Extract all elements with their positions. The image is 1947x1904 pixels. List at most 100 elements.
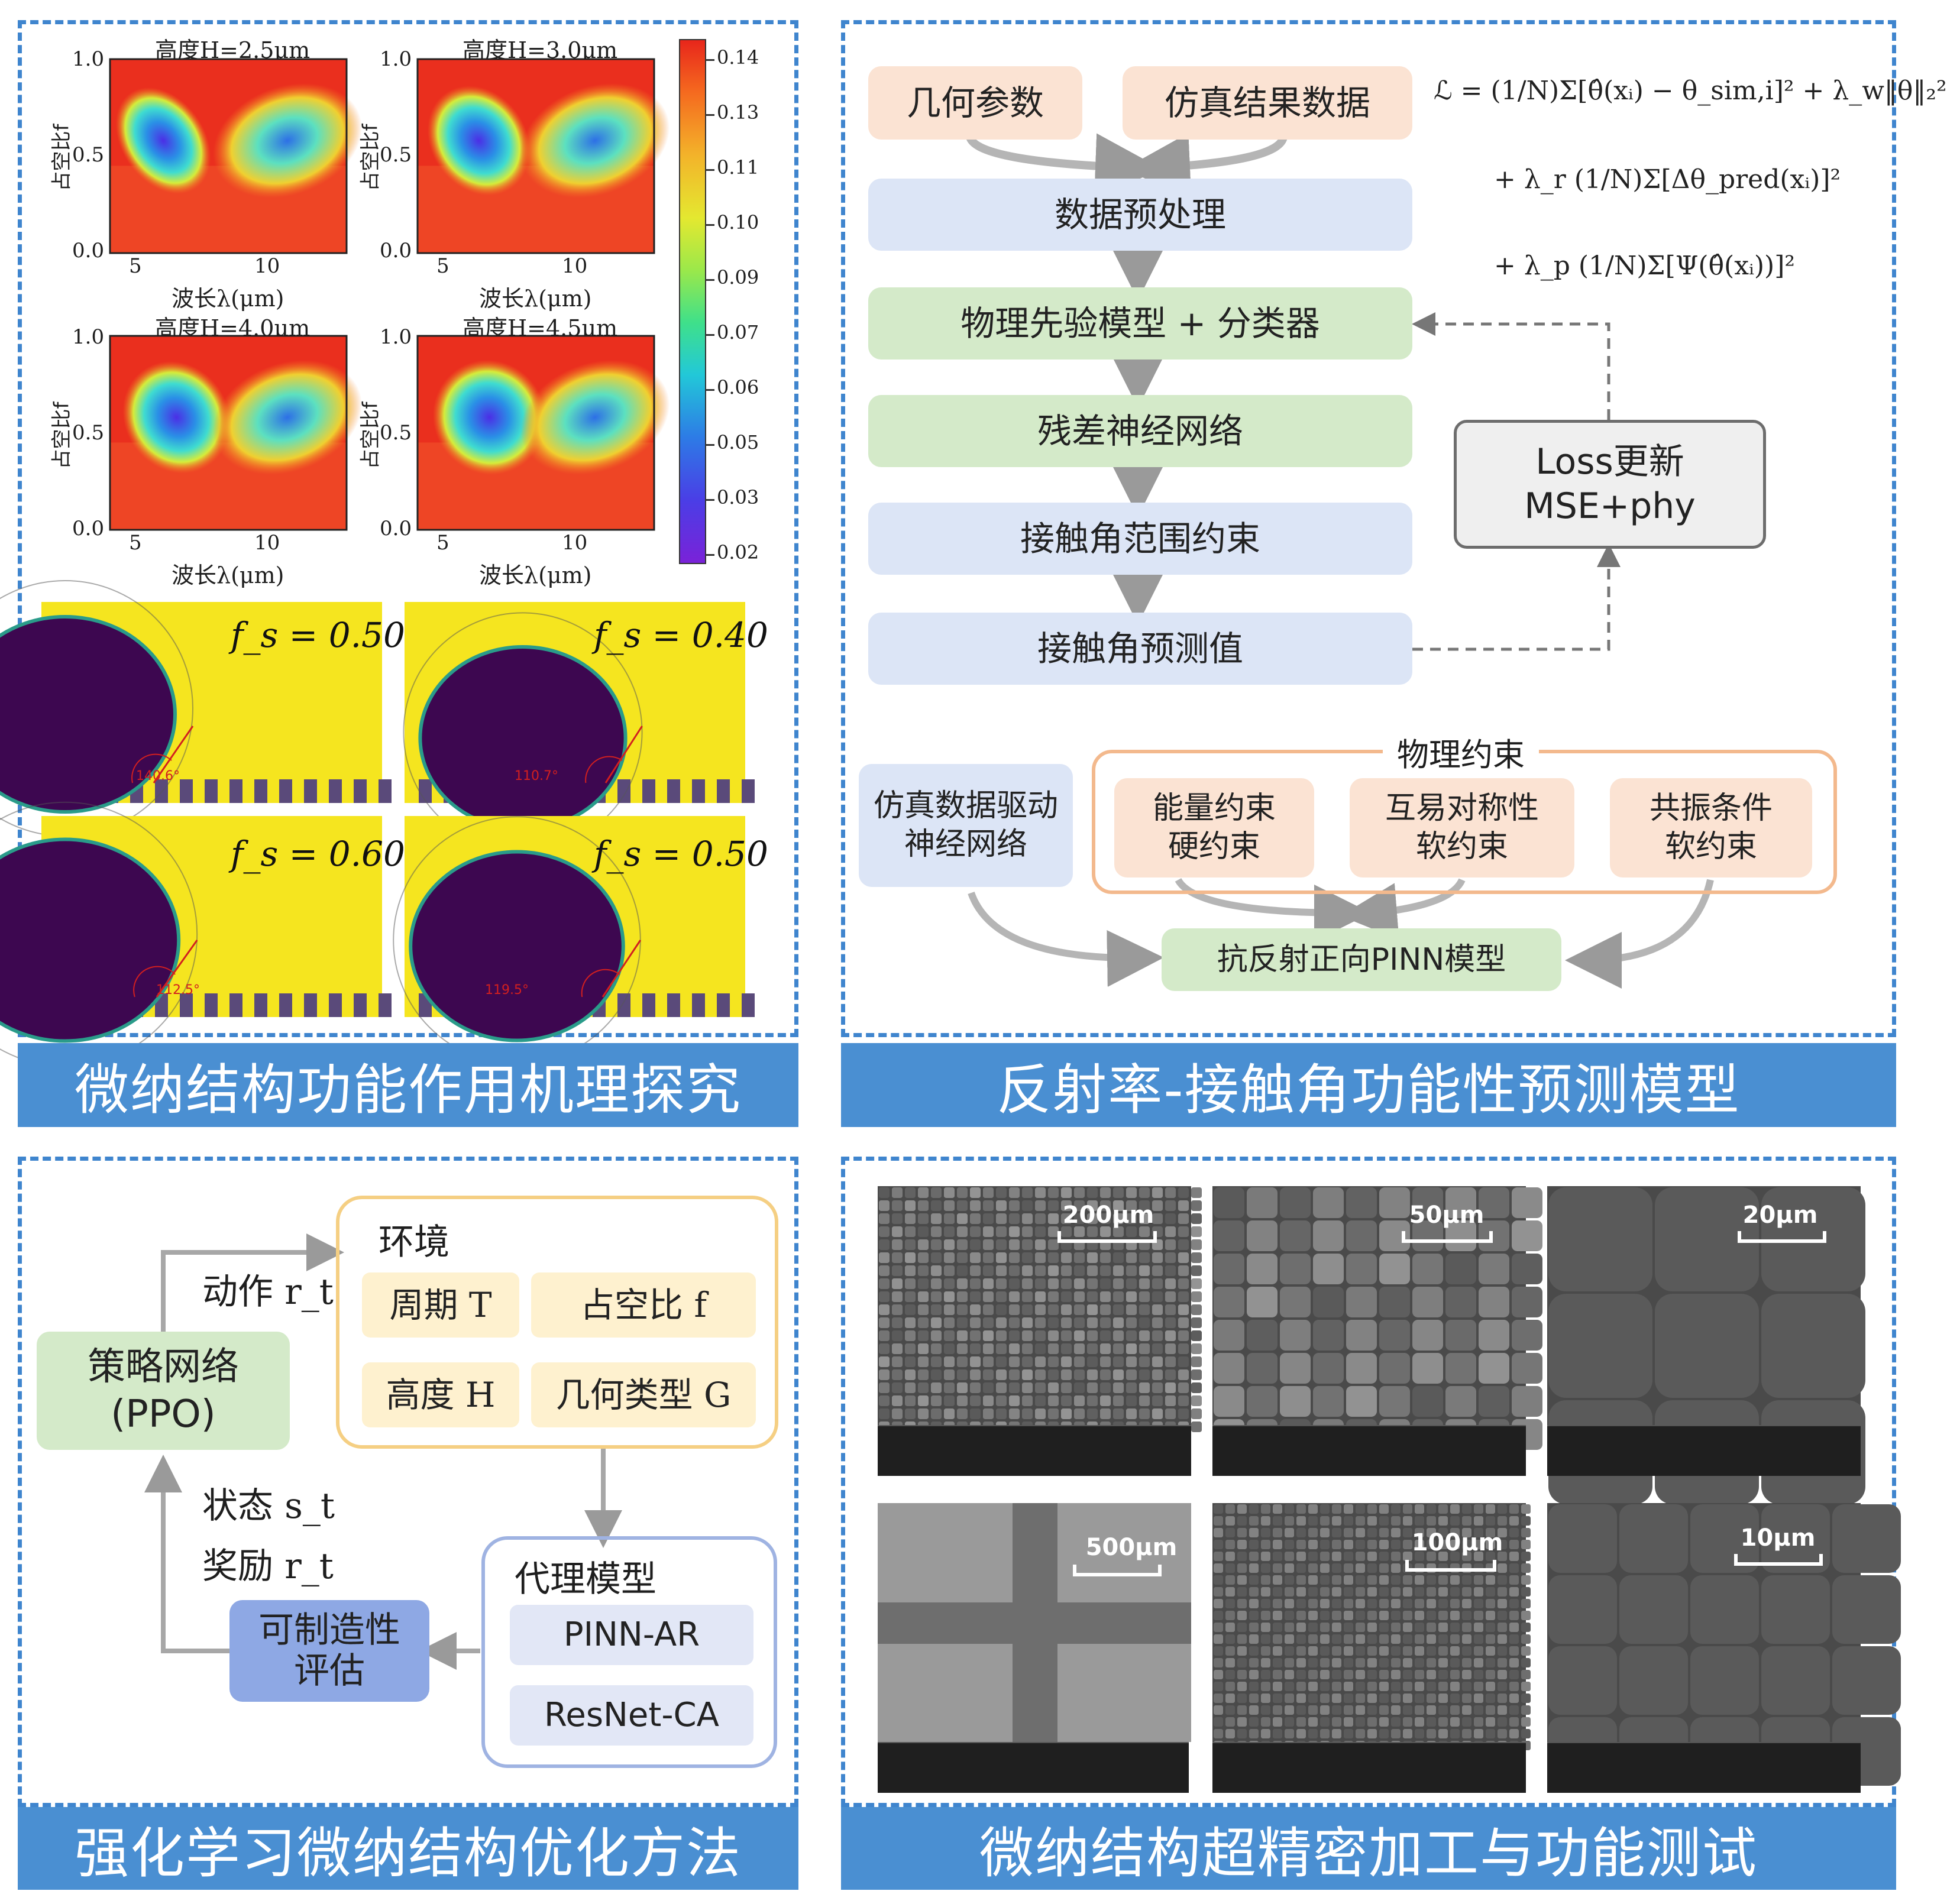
surrogate-pinn-ar: PINN-AR bbox=[510, 1605, 753, 1665]
y-tick: 1.0 bbox=[380, 325, 412, 349]
input-geometry-params: 几何参数 bbox=[868, 66, 1082, 140]
scale-label: 10μm bbox=[1740, 1524, 1816, 1552]
sem-image: 50μm bbox=[1212, 1186, 1542, 1476]
sem-image: 200μm bbox=[878, 1186, 1202, 1476]
heatmap-plot bbox=[109, 335, 363, 531]
banner-mechanism: 微纳结构功能作用机理探究 bbox=[18, 1043, 798, 1127]
colorbar-tick-mark bbox=[706, 224, 714, 226]
y-axis-label: 占空比f bbox=[50, 401, 74, 469]
constraint-type: 软约束 bbox=[1664, 829, 1757, 864]
surrogate-model-box bbox=[481, 1536, 777, 1768]
policy-label: 策略网络 bbox=[88, 1345, 239, 1389]
droplet-sim: f_s = 0.40 110.7° bbox=[403, 602, 768, 852]
panel-rl-optimization bbox=[18, 1157, 798, 1807]
colorbar-tick: 0.10 bbox=[717, 211, 759, 234]
colorbar-tick: 0.07 bbox=[717, 321, 759, 344]
colorbar-tick: 0.06 bbox=[717, 376, 759, 399]
loss-formula-line1: ℒ = (1/N)Σ[θ̂(xᵢ) − θ_sim,i]² + λ_w‖θ‖₂² bbox=[1434, 76, 1947, 106]
scale-label: 20μm bbox=[1742, 1202, 1818, 1229]
colorbar bbox=[679, 39, 706, 564]
y-tick: 1.0 bbox=[380, 47, 412, 71]
flow-arrows-tr bbox=[966, 132, 1714, 989]
physics-constraints-title: 物理约束 bbox=[1383, 728, 1539, 775]
policy-algo: (PPO) bbox=[111, 1393, 216, 1436]
reward-label: 奖励 r_t bbox=[202, 1546, 334, 1587]
colorbar-tick: 0.02 bbox=[717, 541, 759, 564]
contact-angle: 119.5° bbox=[485, 983, 529, 998]
y-axis-label: 占空比f bbox=[358, 124, 383, 192]
loss-update-box: Loss更新 MSE+phy bbox=[1454, 420, 1766, 549]
constraint-label: 共振条件 bbox=[1649, 791, 1773, 826]
colorbar-tick-mark bbox=[706, 554, 714, 556]
colorbar-tick-mark bbox=[706, 389, 714, 391]
sem-info-strip bbox=[878, 1742, 1189, 1793]
mfg-label: 评估 bbox=[294, 1650, 365, 1692]
scale-label: 50μm bbox=[1409, 1202, 1484, 1229]
env-fill-factor: 占空比 f bbox=[531, 1272, 756, 1338]
y-tick: 0.0 bbox=[380, 239, 412, 263]
y-tick: 0.5 bbox=[380, 143, 412, 167]
scale-bar bbox=[1405, 1560, 1496, 1572]
heatmap-plot bbox=[416, 335, 670, 531]
scale-bar bbox=[1734, 1554, 1823, 1566]
sem-info-strip bbox=[1547, 1742, 1861, 1793]
x-tick: 10 bbox=[562, 531, 588, 555]
sem-image: 100μm bbox=[1212, 1503, 1531, 1793]
contact-angle: 112.5° bbox=[156, 983, 200, 998]
colorbar-tick-mark bbox=[706, 59, 714, 61]
policy-network: 策略网络 (PPO) bbox=[37, 1332, 290, 1450]
environment-box bbox=[336, 1196, 778, 1449]
constraint-energy: 能量约束 硬约束 bbox=[1114, 778, 1314, 877]
surrogate-resnet-ca: ResNet-CA bbox=[510, 1685, 753, 1746]
x-tick: 10 bbox=[254, 254, 280, 278]
sem-image: 500μm bbox=[878, 1503, 1191, 1793]
panel-prediction-model bbox=[841, 20, 1896, 1037]
panel-mechanism bbox=[18, 20, 798, 1037]
y-tick: 0.0 bbox=[72, 517, 105, 540]
env-geometry-type: 几何类型 G bbox=[531, 1362, 756, 1427]
x-tick: 10 bbox=[562, 254, 588, 278]
data-driven-nn: 仿真数据驱动 神经网络 bbox=[859, 764, 1073, 887]
constraint-type: 硬约束 bbox=[1167, 829, 1260, 864]
droplet-sim: f_s = 0.60 112.5° bbox=[0, 801, 405, 1067]
loss-formula: MSE+phy bbox=[1524, 485, 1696, 527]
x-axis-label: 波长λ(μm) bbox=[172, 286, 284, 312]
y-tick: 0.0 bbox=[72, 239, 105, 263]
y-tick: 0.0 bbox=[380, 517, 412, 540]
x-tick: 10 bbox=[254, 531, 280, 555]
y-tick: 1.0 bbox=[72, 325, 105, 349]
step-angle-prediction: 接触角预测值 bbox=[868, 613, 1412, 685]
x-tick: 5 bbox=[129, 531, 142, 555]
env-period: 周期 T bbox=[362, 1272, 519, 1338]
heatmap-plot bbox=[109, 58, 363, 254]
colorbar-tick: 0.11 bbox=[717, 156, 759, 179]
mfg-label: 可制造性 bbox=[258, 1610, 400, 1651]
panel-fabrication bbox=[841, 1157, 1896, 1807]
y-axis-label: 占空比f bbox=[50, 124, 74, 192]
x-axis-label: 波长λ(μm) bbox=[479, 562, 592, 588]
pinn-model: 抗反射正向PINN模型 bbox=[1162, 928, 1561, 991]
scale-bar bbox=[1057, 1231, 1157, 1243]
colorbar-tick-mark bbox=[706, 499, 714, 501]
colorbar-tick-mark bbox=[706, 334, 714, 336]
sem-info-strip bbox=[1212, 1742, 1526, 1793]
banner-rl-optimization: 强化学习微纳结构优化方法 bbox=[18, 1807, 798, 1890]
contact-angle: 140.6° bbox=[136, 769, 180, 783]
sem-info-strip bbox=[878, 1425, 1191, 1476]
constraint-label: 互易对称性 bbox=[1385, 791, 1539, 826]
input-sim-results: 仿真结果数据 bbox=[1123, 66, 1412, 140]
colorbar-tick: 0.14 bbox=[717, 46, 759, 69]
y-tick: 0.5 bbox=[72, 143, 105, 167]
state-label: 状态 s_t bbox=[202, 1485, 335, 1527]
y-tick: 0.5 bbox=[380, 421, 412, 445]
colorbar-tick-mark bbox=[706, 279, 714, 281]
loss-label: Loss更新 bbox=[1535, 441, 1684, 483]
sem-info-strip bbox=[1547, 1425, 1861, 1476]
droplet-sim: f_s = 0.50 119.5° bbox=[393, 816, 768, 1064]
constraint-label: 能量约束 bbox=[1152, 791, 1276, 826]
env-height: 高度 H bbox=[362, 1362, 519, 1427]
sem-info-strip bbox=[1212, 1425, 1526, 1476]
scale-bar bbox=[1073, 1565, 1162, 1576]
scale-label: 200μm bbox=[1062, 1202, 1154, 1229]
x-tick: 5 bbox=[436, 254, 449, 278]
